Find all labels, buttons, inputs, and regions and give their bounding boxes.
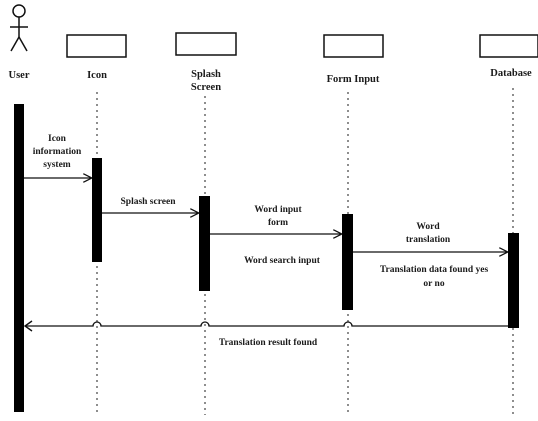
msg-label-icon-line1: Icon (48, 134, 67, 144)
icon-label: Icon (87, 70, 107, 81)
database-activation-bar (508, 233, 519, 328)
database-label: Database (490, 68, 532, 79)
msg-label-word-input-line2: form (268, 218, 288, 228)
form-input-participant-box (323, 34, 384, 58)
user-label: User (9, 70, 30, 81)
msg-label-word-translation-line2: translation (406, 235, 451, 245)
form-input-activation-bar (342, 214, 353, 310)
database-participant-box (479, 34, 538, 58)
splash-participant-box (175, 32, 237, 56)
msg-label-word-translation-line1: Word (416, 222, 440, 232)
msg-label-translation-result: Translation result found (219, 338, 318, 348)
splash-activation-bar (199, 196, 210, 291)
return-arrowhead (23, 320, 33, 332)
msg-label-word-input-line1: Word input (254, 205, 302, 215)
msg-label-icon-line3: system (43, 160, 71, 170)
msg-label-icon-line2: information (33, 147, 82, 157)
msg-note-word-search-input: Word search input (244, 256, 321, 266)
icon-activation-bar (92, 158, 102, 262)
form-input-label: Form Input (327, 74, 380, 85)
msg-note-translation-data-line1: Translation data found yes (380, 265, 489, 275)
msg-label-splash-screen: Splash screen (121, 197, 177, 207)
splash-label-line1: Splash (191, 69, 221, 80)
msg-translation-result-arrow (25, 321, 508, 327)
splash-label-line2: Screen (191, 82, 221, 93)
user-activation-bar (14, 104, 24, 412)
msg-note-translation-data-line2: or no (423, 279, 444, 289)
icon-participant-box (66, 34, 127, 58)
user-actor-icon (10, 4, 28, 52)
